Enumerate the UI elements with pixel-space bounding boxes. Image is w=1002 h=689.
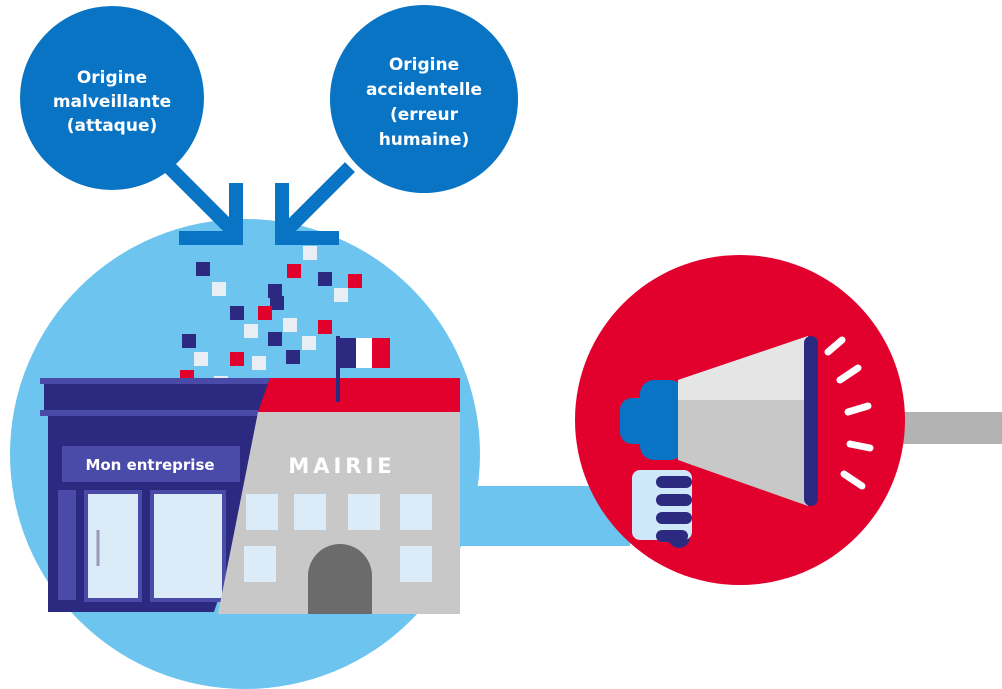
bubble-accidental-line-2: accidentelle: [366, 80, 482, 100]
bubble-malicious-line-1: Origine: [77, 68, 147, 88]
arrow-left: [162, 160, 243, 245]
shop-door: [84, 490, 142, 602]
bubble-malicious: Origine malveillante (attaque): [20, 6, 204, 190]
shop-window: [150, 490, 226, 602]
town-hall-sign-label: MAIRIE: [288, 454, 395, 478]
bubble-malicious-line-2: malveillante: [53, 92, 171, 112]
shop-sign: [62, 446, 240, 482]
french-flag-icon: [336, 336, 390, 402]
town-hall-building: MAIRIE: [218, 378, 460, 614]
connector-right: [900, 412, 1002, 444]
bubble-accidental-line-4: humaine): [379, 130, 470, 150]
shop-sign-label: Mon entreprise: [85, 456, 214, 474]
arrow-right: [275, 162, 355, 245]
shop-building: Mon entreprise: [40, 378, 280, 612]
bubble-accidental: Origine accidentelle (erreur humaine): [330, 5, 518, 193]
bubble-malicious-line-3: (attaque): [67, 116, 158, 136]
bubble-accidental-line-1: Origine: [389, 55, 459, 75]
bubble-accidental-line-3: (erreur: [390, 105, 459, 125]
megaphone-icon: [620, 336, 874, 548]
town-hall-door: [308, 544, 372, 614]
